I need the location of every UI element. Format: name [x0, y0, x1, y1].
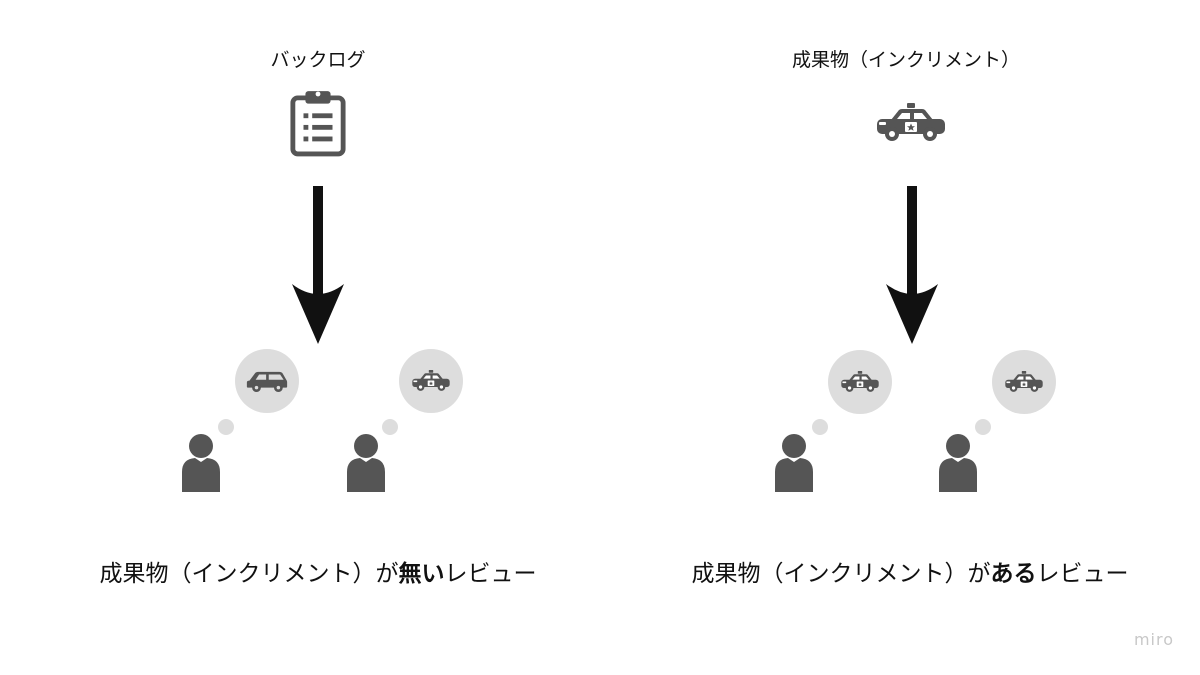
thought-bubble-dot [975, 419, 991, 435]
person-icon [346, 434, 386, 492]
car-icon [246, 370, 288, 393]
panel-title-increment: 成果物（インクリメント） [791, 49, 1020, 71]
thought-bubble-dot [812, 419, 828, 435]
taxi-icon [411, 370, 451, 392]
panel-caption-with-increment: 成果物（インクリメント）があるレビュー [610, 558, 1200, 590]
taxi-icon [875, 102, 947, 144]
person-icon [181, 434, 221, 492]
panel-caption-without-increment: 成果物（インクリメント）が無いレビュー [18, 558, 618, 590]
caption-text: レビュー [444, 561, 537, 587]
taxi-icon [1004, 371, 1044, 393]
thought-bubble [828, 350, 892, 414]
clipboard-list-icon [289, 88, 347, 158]
caption-text: 成果物（インクリメント）が [99, 561, 399, 587]
thought-bubble [235, 349, 299, 413]
caption-emphasis: 無い [398, 561, 445, 587]
panel-title-backlog: バックログ [270, 49, 366, 71]
thought-bubble-dot [382, 419, 398, 435]
caption-emphasis: ある [990, 561, 1037, 587]
down-arrow [292, 186, 344, 344]
miro-watermark: miro [1133, 630, 1174, 649]
taxi-icon [840, 371, 880, 393]
caption-text: 成果物（インクリメント）が [691, 561, 991, 587]
thought-bubble [992, 350, 1056, 414]
thought-bubble-dot [218, 419, 234, 435]
person-icon [774, 434, 814, 492]
caption-text: レビュー [1036, 561, 1129, 587]
thought-bubble [399, 349, 463, 413]
person-icon [938, 434, 978, 492]
down-arrow [886, 186, 938, 344]
